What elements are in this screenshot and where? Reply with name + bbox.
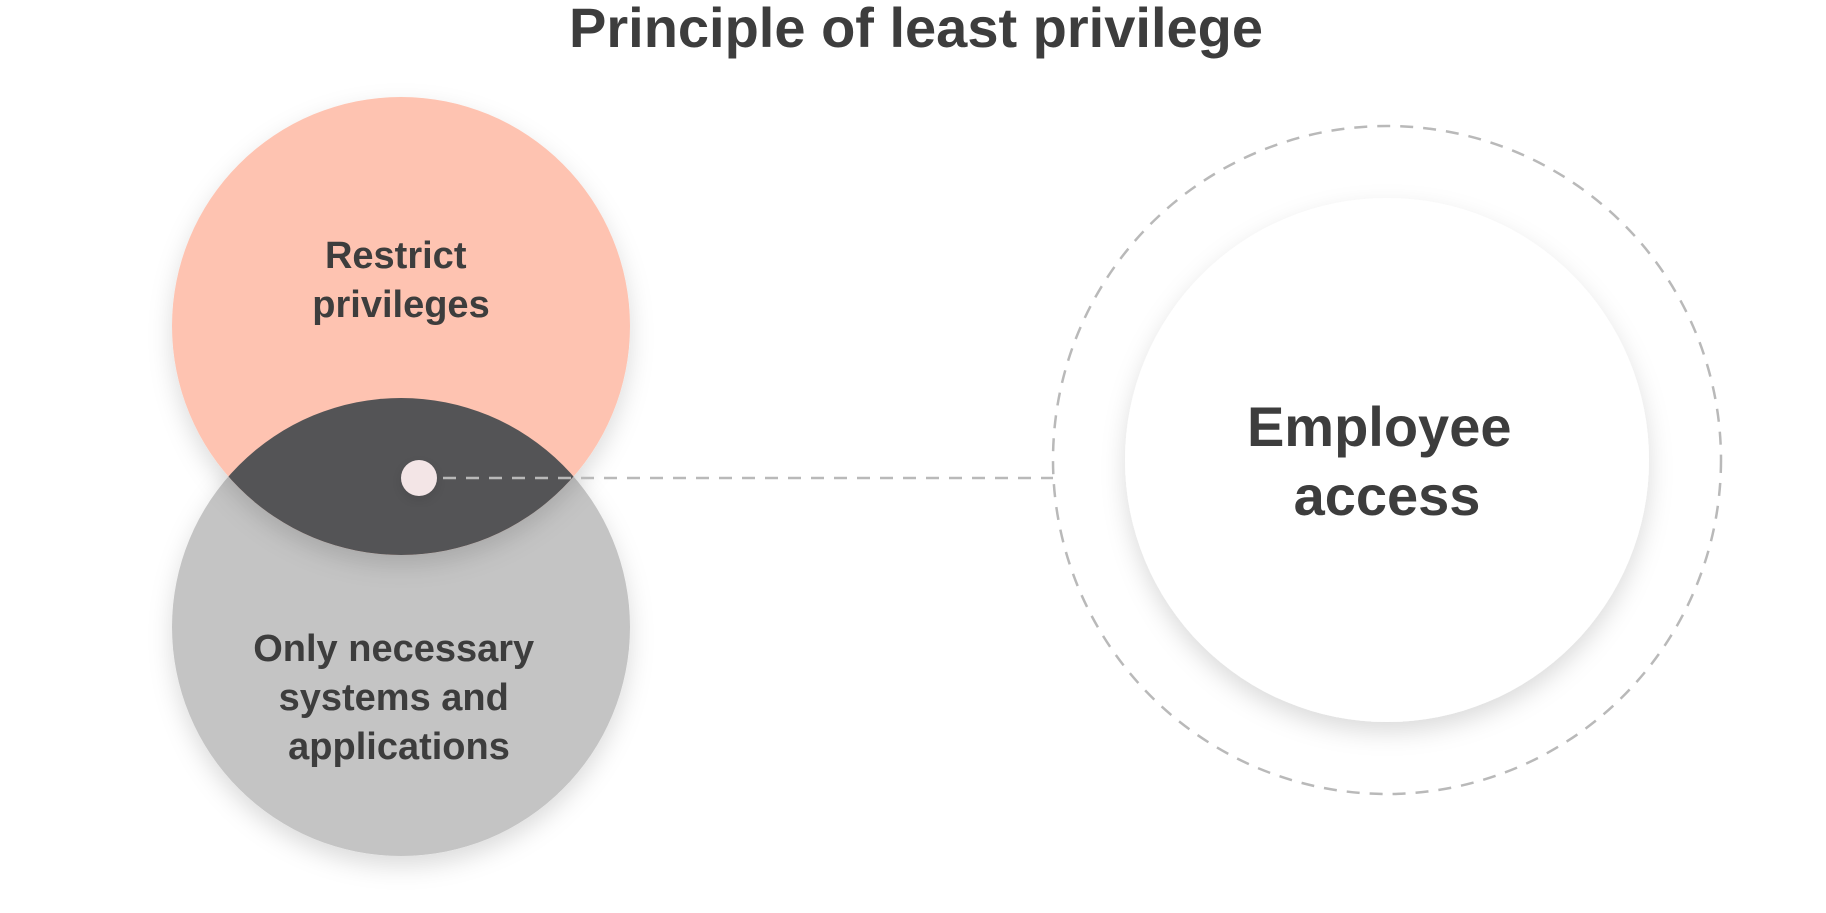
restrict-label-line-2: privileges — [312, 284, 489, 326]
restrict-privileges-label: Restrict privileges — [312, 235, 489, 326]
connector-dot — [401, 460, 437, 496]
employee-access-circle — [1125, 198, 1649, 722]
restrict-label-line-1: Restrict — [325, 235, 467, 277]
necessary-label-line-1: Only necessary — [253, 628, 534, 670]
employee-access-label: Employee access — [1247, 395, 1527, 527]
employee-label-line-2: access — [1294, 464, 1481, 527]
diagram-title: Principle of least privilege — [569, 0, 1263, 59]
necessary-systems-label: Only necessary systems and applications — [253, 628, 545, 768]
employee-label-line-1: Employee — [1247, 395, 1512, 458]
overlap-region — [172, 398, 630, 555]
employee-access-outer-ring — [1051, 124, 1723, 796]
necessary-label-line-2: systems and — [279, 677, 509, 719]
necessary-label-line-3: applications — [288, 726, 510, 768]
